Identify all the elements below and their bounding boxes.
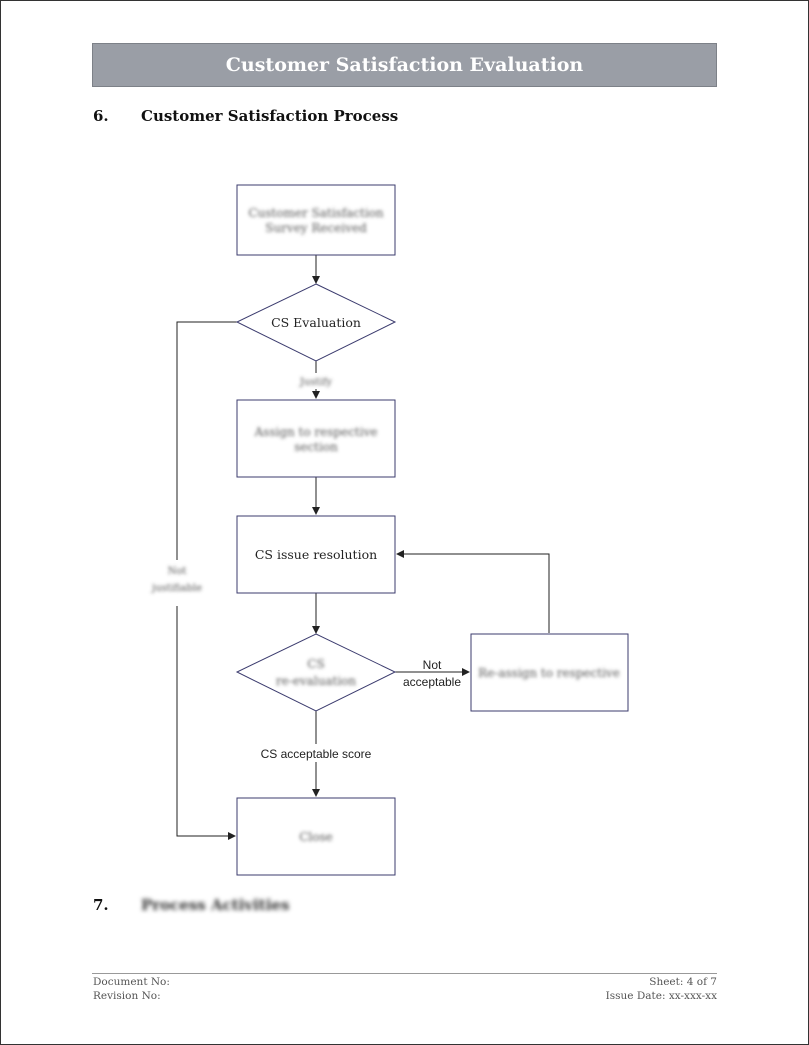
assign-line2: section — [294, 440, 338, 454]
cs-evaluation-decision — [235, 283, 397, 362]
revision-number-label: Revision No: — [93, 990, 161, 1002]
cs-evaluation-label: CS Evaluation — [271, 315, 361, 330]
cs-acceptable-score-label: CS acceptable score — [261, 747, 372, 761]
reassign-label: Re-assign to respective — [478, 666, 620, 680]
issue-date: Issue Date: xx-xxx-xx — [605, 990, 717, 1002]
document-number-label: Document No: — [93, 976, 170, 988]
reevaluation-line1: CS — [307, 657, 324, 671]
cs-issue-resolution-box — [236, 515, 396, 594]
document-title: Customer Satisfaction Evaluation — [225, 54, 584, 76]
section-title: Customer Satisfaction Process — [141, 107, 399, 125]
not-justifiable-line1: Not — [168, 566, 187, 577]
reevaluation-line2: re-evaluation — [276, 674, 357, 688]
section-number: 6. — [93, 107, 109, 125]
justify-label: Justify — [299, 377, 332, 388]
close-label: Close — [299, 830, 333, 844]
document-header: Customer Satisfaction Evaluation — [92, 43, 717, 87]
footer-divider — [92, 973, 717, 974]
connector-reassign-to-resolution — [396, 550, 550, 633]
survey-received-box — [236, 184, 396, 256]
assign-section-box — [236, 399, 396, 478]
survey-received-line2: Survey Received — [265, 221, 367, 235]
cs-issue-resolution-label: CS issue resolution — [255, 547, 377, 562]
reassign-box — [470, 633, 629, 712]
close-box — [236, 797, 396, 876]
section-title: Process Activities — [141, 896, 290, 914]
sheet-number: Sheet: 4 of 7 — [649, 976, 717, 988]
not-acceptable-line2: acceptable — [403, 675, 461, 689]
assign-line1: Assign to respective — [254, 425, 378, 439]
not-acceptable-line1: Not — [423, 658, 442, 672]
not-justifiable-line2: justifiable — [151, 583, 202, 594]
section-number: 7. — [93, 896, 109, 914]
survey-received-line1: Customer Satisfaction — [248, 206, 384, 220]
cs-reevaluation-decision — [235, 633, 397, 712]
